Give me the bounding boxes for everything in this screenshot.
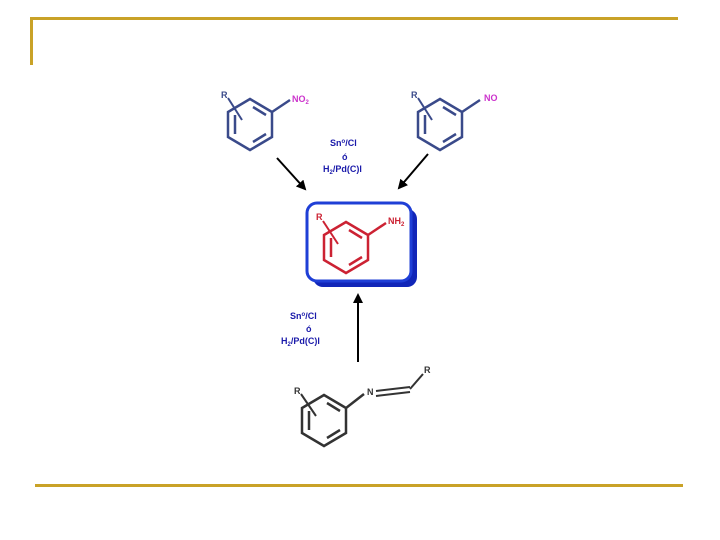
- nitroso-group-label: NO: [484, 93, 498, 103]
- bond-to-r2: [409, 373, 424, 390]
- substituent-r-label: R: [316, 212, 323, 222]
- bond-to-r: [417, 97, 433, 121]
- substituent-r-label: R: [294, 386, 301, 396]
- bond-to-nitroso: [461, 98, 481, 114]
- arrow-nitro-to-amine: [276, 157, 307, 191]
- ring-double-bond: [442, 132, 457, 144]
- reagent-line-2: ó: [306, 324, 312, 334]
- arrow-nitroso-to-amine: [397, 153, 429, 190]
- reagent-line-2: ó: [342, 152, 348, 162]
- ring-double-bond: [442, 105, 457, 117]
- nitrosobenzene-molecule: R NO: [411, 90, 498, 152]
- bond-to-r: [300, 393, 317, 417]
- imine-molecule: R N R: [294, 365, 431, 448]
- ring-double-bond: [326, 401, 341, 413]
- ring-double-bond: [252, 132, 267, 144]
- nitrogen-label: N: [367, 387, 374, 397]
- bond-to-r: [322, 220, 339, 245]
- reagent-line-3: H2/Pd(C)l: [281, 336, 320, 348]
- aniline-molecule: R NH2: [316, 212, 405, 275]
- reagent-line-1: Sno/Cl: [290, 311, 317, 321]
- frame-top-line: [30, 17, 678, 20]
- bond-to-nitro: [271, 98, 291, 114]
- imine-double-bond: [375, 391, 411, 397]
- box-border: [305, 201, 413, 283]
- reagent-line-1: Sno/Cl: [330, 138, 357, 148]
- substituent-r2-label: R: [424, 365, 431, 375]
- substituent-r-label: R: [411, 90, 418, 100]
- frame-left-line: [30, 17, 33, 65]
- nitrobenzene-molecule: R NO2: [221, 90, 310, 152]
- nitro-group-label: NO2: [292, 94, 310, 106]
- ring-double-bond: [348, 228, 363, 240]
- ring-double-bond: [326, 428, 341, 440]
- reagents-top: Sno/Cl ó H2/Pd(C)l: [323, 138, 362, 176]
- substituent-r-label: R: [221, 90, 228, 100]
- reagents-bottom: Sno/Cl ó H2/Pd(C)l: [281, 311, 320, 348]
- bond-to-r: [227, 97, 243, 121]
- reagent-line-3: H2/Pd(C)l: [323, 164, 362, 176]
- ring-double-bond: [348, 255, 363, 267]
- frame-bottom-line: [35, 484, 683, 487]
- amine-group-label: NH2: [388, 216, 405, 228]
- bond-to-nitrogen: [345, 393, 365, 409]
- imine-double-bond: [375, 386, 411, 392]
- ring-double-bond: [252, 105, 267, 117]
- bond-to-amine: [367, 221, 387, 237]
